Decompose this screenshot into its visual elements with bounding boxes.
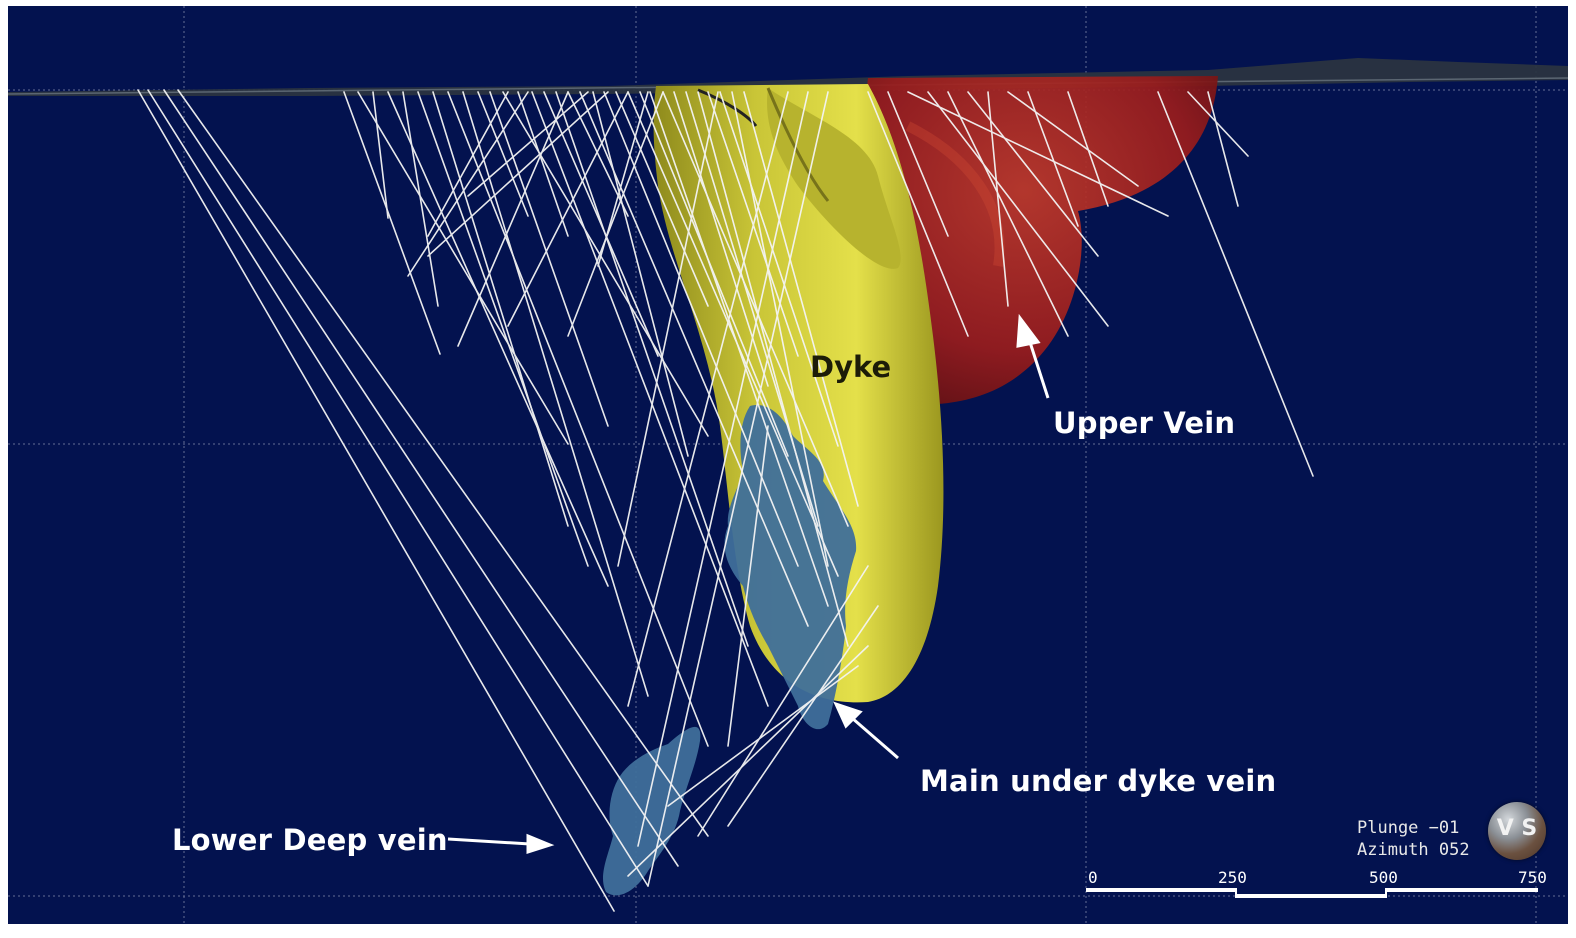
main-under-dyke-vein-label: Main under dyke vein [920,764,1277,798]
drillhole-trace [1067,91,1109,207]
drillhole-trace [1207,91,1239,207]
drillhole-trace [507,91,629,327]
azimuth-readout: Azimuth 052 [1357,840,1470,860]
scale-tick-250: 250 [1218,868,1247,887]
scale-seg-1 [1086,888,1236,892]
lower-deep-vein-label: Lower Deep vein [172,823,448,857]
compass-glyphs: V S [1496,816,1538,841]
drillhole-trace [407,91,529,277]
drillhole-trace [727,605,879,827]
drillhole-trace [163,89,679,867]
drillhole-trace [1027,91,1079,227]
drillhole-trace [967,91,1099,257]
drillhole-trace [627,91,789,707]
drillhole-trace [639,91,789,457]
drillhole-trace [531,91,769,707]
drillhole-trace [1007,91,1139,187]
drillhole-trace [719,91,839,447]
drillhole-trace [402,91,439,307]
drillhole-trace [432,91,569,527]
scale-bar [1086,886,1538,902]
drillhole-trace [462,91,649,697]
drillhole-trace [727,425,769,747]
drillhole-trace [987,91,1009,307]
dyke-label: Dyke [810,350,892,384]
plunge-readout: Plunge −01 [1357,818,1460,838]
globe-compass-icon[interactable]: V S [1488,802,1546,860]
drillhole-trace [447,91,709,747]
lower-vein-arrow [447,833,555,855]
main-under-dyke-vein-shape [724,405,857,730]
drillhole-trace [667,665,859,807]
main-vein-arrow [833,701,899,760]
drillhole-trace [417,91,589,567]
callout-arrows [447,313,1050,855]
drillhole-trace [603,91,799,567]
drillhole-trace [387,91,609,587]
drillhole-trace [137,89,615,912]
drillhole-trace [697,91,849,647]
drillhole-trace [743,91,859,507]
section-scene [8,6,1568,924]
drillhole-trace [617,91,719,567]
upper-vein-arrow [1016,313,1050,399]
scale-seg-2 [1236,894,1386,898]
drillhole-trace [555,91,749,647]
drillhole-trace [867,91,969,337]
drillhole-trace [1187,91,1249,157]
drillhole-trace [907,91,1169,217]
drillhole-trace [457,91,569,347]
drillhole-trace [627,645,869,877]
drillhole-trace [637,91,809,847]
scale-seg-3 [1386,888,1538,892]
drillhole-trace [489,91,609,427]
drillhole-trace [427,91,509,237]
scale-tick-0: 0 [1088,868,1098,887]
drillhole-trace [731,91,829,567]
drillholes [137,89,1314,912]
drillhole-trace [517,91,569,237]
drillhole-trace [927,91,1109,327]
drillhole-trace [887,91,949,237]
drillhole-trace [662,91,849,527]
drillhole-trace [592,91,689,457]
3d-viewport[interactable]: Dyke Upper Vein Main under dyke vein Low… [8,6,1568,924]
drillhole-trace [947,91,1069,337]
drillhole-trace [147,89,649,887]
drillhole-trace [567,91,664,337]
scale-tick-500: 500 [1369,868,1398,887]
drillhole-trace [1157,91,1314,477]
upper-vein-label: Upper Vein [1053,406,1236,440]
drillhole-trace [477,91,529,217]
drillhole-trace [177,89,709,837]
drillhole-trace [649,91,829,607]
drillhole-trace [357,91,569,445]
drillhole-trace [372,91,389,219]
drillhole-trace [427,91,609,257]
scale-tick-750: 750 [1518,868,1547,887]
drillhole-trace [697,565,869,837]
drillhole-trace [647,91,829,887]
drillhole-trace [615,91,709,307]
drillhole-trace [579,91,809,627]
orientation-readout: Plunge −01 Azimuth 052 [1357,817,1470,861]
drillhole-trace [467,91,589,197]
drillhole-trace [343,91,441,355]
